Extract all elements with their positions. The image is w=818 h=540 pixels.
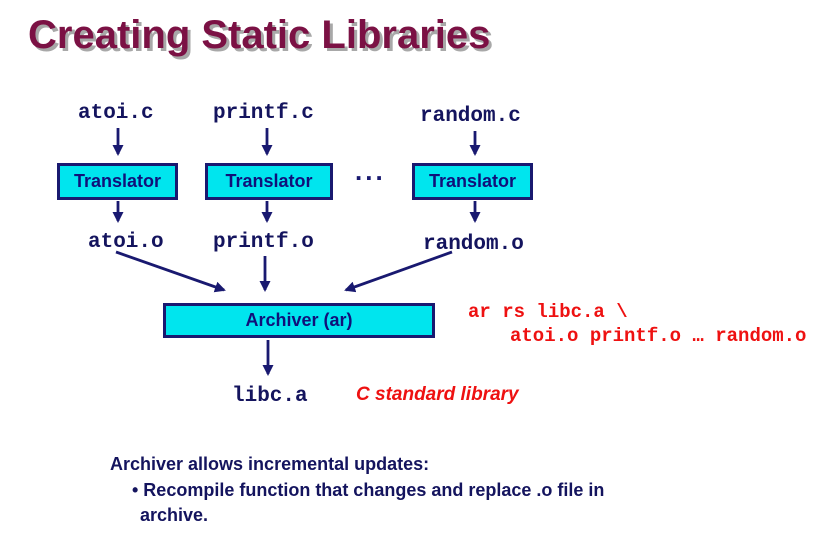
page-title: Creating Static Libraries <box>28 13 491 57</box>
object-label-random-o: random.o <box>423 233 524 256</box>
arrow-atoi-o-to-archiver <box>115 250 226 293</box>
note-bullet-line2: archive. <box>140 505 209 525</box>
ar-command-line-2: atoi.o printf.o … random.o <box>510 325 807 347</box>
translator-box-2: Translator <box>205 163 333 200</box>
source-label-random-c: random.c <box>420 105 521 128</box>
translator-box-1-label: Translator <box>73 171 162 191</box>
ar-command-line-1: ar rs libc.a \ <box>468 301 628 323</box>
output-caption-c-standard-library: C standard library <box>356 384 519 405</box>
archiver-box-label: Archiver (ar) <box>245 310 353 330</box>
output-label-libc-a: libc.a <box>232 385 308 408</box>
archiver-box: Archiver (ar) <box>163 303 435 338</box>
translator-box-2-label: Translator <box>225 171 313 191</box>
ellipsis-more-translators: ... <box>355 156 386 186</box>
source-label-atoi-c: atoi.c <box>78 102 154 125</box>
source-label-printf-c: printf.c <box>213 102 314 125</box>
translator-box-3-label: Translator <box>428 171 517 191</box>
translator-box-1: Translator <box>57 163 178 200</box>
note-bullet-line1: • Recompile function that changes and re… <box>132 480 605 500</box>
arrow-random-o-to-archiver <box>344 250 453 293</box>
note-heading: Archiver allows incremental updates: <box>110 454 430 474</box>
translator-box-3: Translator <box>412 163 533 200</box>
object-label-printf-o: printf.o <box>213 231 314 254</box>
object-label-atoi-o: atoi.o <box>88 231 164 254</box>
